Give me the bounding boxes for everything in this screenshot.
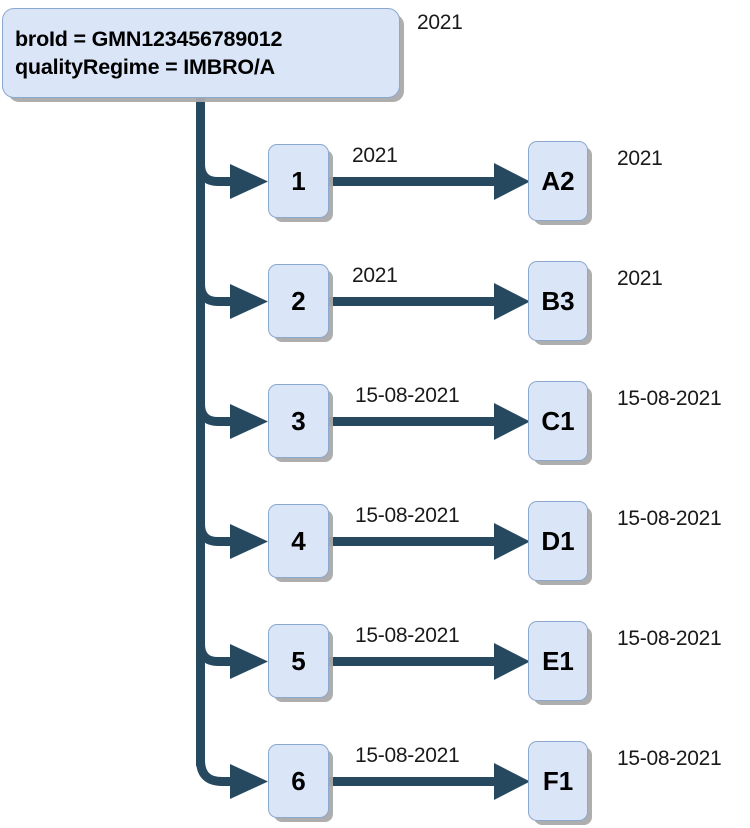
connector-row-1 bbox=[196, 163, 268, 199]
edge-label-row-4: 15-08-2021 bbox=[355, 504, 460, 527]
leaf-side-label-b3: 2021 bbox=[617, 267, 663, 290]
leaf-node-b3[interactable]: B3 bbox=[528, 261, 588, 341]
root-node[interactable]: broId = GMN123456789012 qualityRegime = … bbox=[2, 8, 400, 98]
leaf-node-e1[interactable]: E1 bbox=[528, 621, 588, 701]
edge-arrow-row-1 bbox=[329, 163, 530, 200]
connector-row-3 bbox=[196, 403, 268, 439]
connector-row-2 bbox=[196, 283, 268, 319]
edge-arrow-row-4 bbox=[329, 523, 530, 560]
leaf-node-f1[interactable]: F1 bbox=[528, 741, 588, 821]
connector-row-4 bbox=[196, 523, 268, 559]
edge-arrow-row-6 bbox=[329, 763, 530, 800]
root-side-label: 2021 bbox=[417, 11, 463, 34]
edge-label-row-3: 15-08-2021 bbox=[355, 384, 460, 407]
mid-node-6[interactable]: 6 bbox=[268, 744, 329, 818]
connector-row-6 bbox=[196, 759, 268, 799]
root-node-line-1: broId = GMN123456789012 bbox=[15, 26, 283, 51]
leaf-side-label-d1: 15-08-2021 bbox=[617, 507, 722, 530]
edge-label-row-6: 15-08-2021 bbox=[355, 744, 460, 767]
mid-node-4[interactable]: 4 bbox=[268, 504, 329, 578]
edge-arrow-row-2 bbox=[329, 283, 530, 320]
mid-node-3[interactable]: 3 bbox=[268, 384, 329, 458]
edge-label-row-2: 2021 bbox=[352, 264, 398, 287]
edge-label-row-5: 15-08-2021 bbox=[355, 624, 460, 647]
leaf-side-label-c1: 15-08-2021 bbox=[617, 387, 722, 410]
leaf-side-label-e1: 15-08-2021 bbox=[617, 627, 722, 650]
root-node-line-2: qualityRegime = IMBRO/A bbox=[15, 55, 276, 79]
leaf-side-label-f1: 15-08-2021 bbox=[617, 747, 722, 770]
mid-node-1[interactable]: 1 bbox=[268, 144, 329, 218]
mid-node-5[interactable]: 5 bbox=[268, 624, 329, 698]
leaf-node-d1[interactable]: D1 bbox=[528, 501, 588, 581]
leaf-node-a2[interactable]: A2 bbox=[528, 141, 588, 221]
edge-arrow-row-3 bbox=[329, 403, 530, 440]
leaf-node-c1[interactable]: C1 bbox=[528, 381, 588, 461]
edge-arrow-row-5 bbox=[329, 643, 530, 680]
leaf-side-label-a2: 2021 bbox=[617, 147, 663, 170]
edge-label-row-1: 2021 bbox=[352, 144, 398, 167]
connector-row-5 bbox=[196, 643, 268, 679]
mid-node-2[interactable]: 2 bbox=[268, 264, 329, 338]
